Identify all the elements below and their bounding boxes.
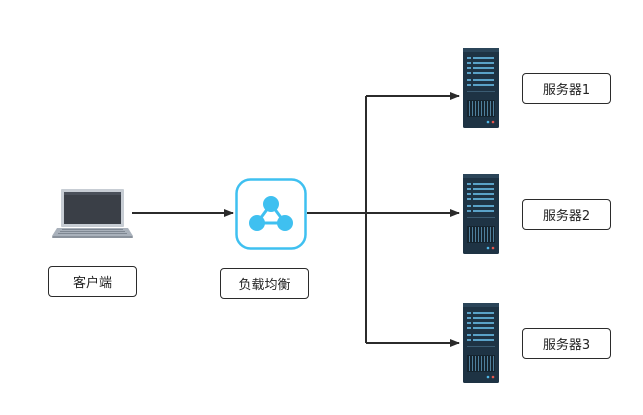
client-label: 客户端	[48, 266, 137, 297]
load-balancer-icon	[235, 178, 307, 250]
server-icon	[463, 174, 499, 254]
load-balancer-label: 负载均衡	[220, 268, 309, 299]
server-1-label: 服务器1	[522, 73, 611, 104]
server-3-label: 服务器3	[522, 328, 611, 359]
server-icon	[463, 48, 499, 128]
server-icon	[463, 303, 499, 383]
server-2-label: 服务器2	[522, 199, 611, 230]
laptop-icon	[52, 189, 133, 238]
